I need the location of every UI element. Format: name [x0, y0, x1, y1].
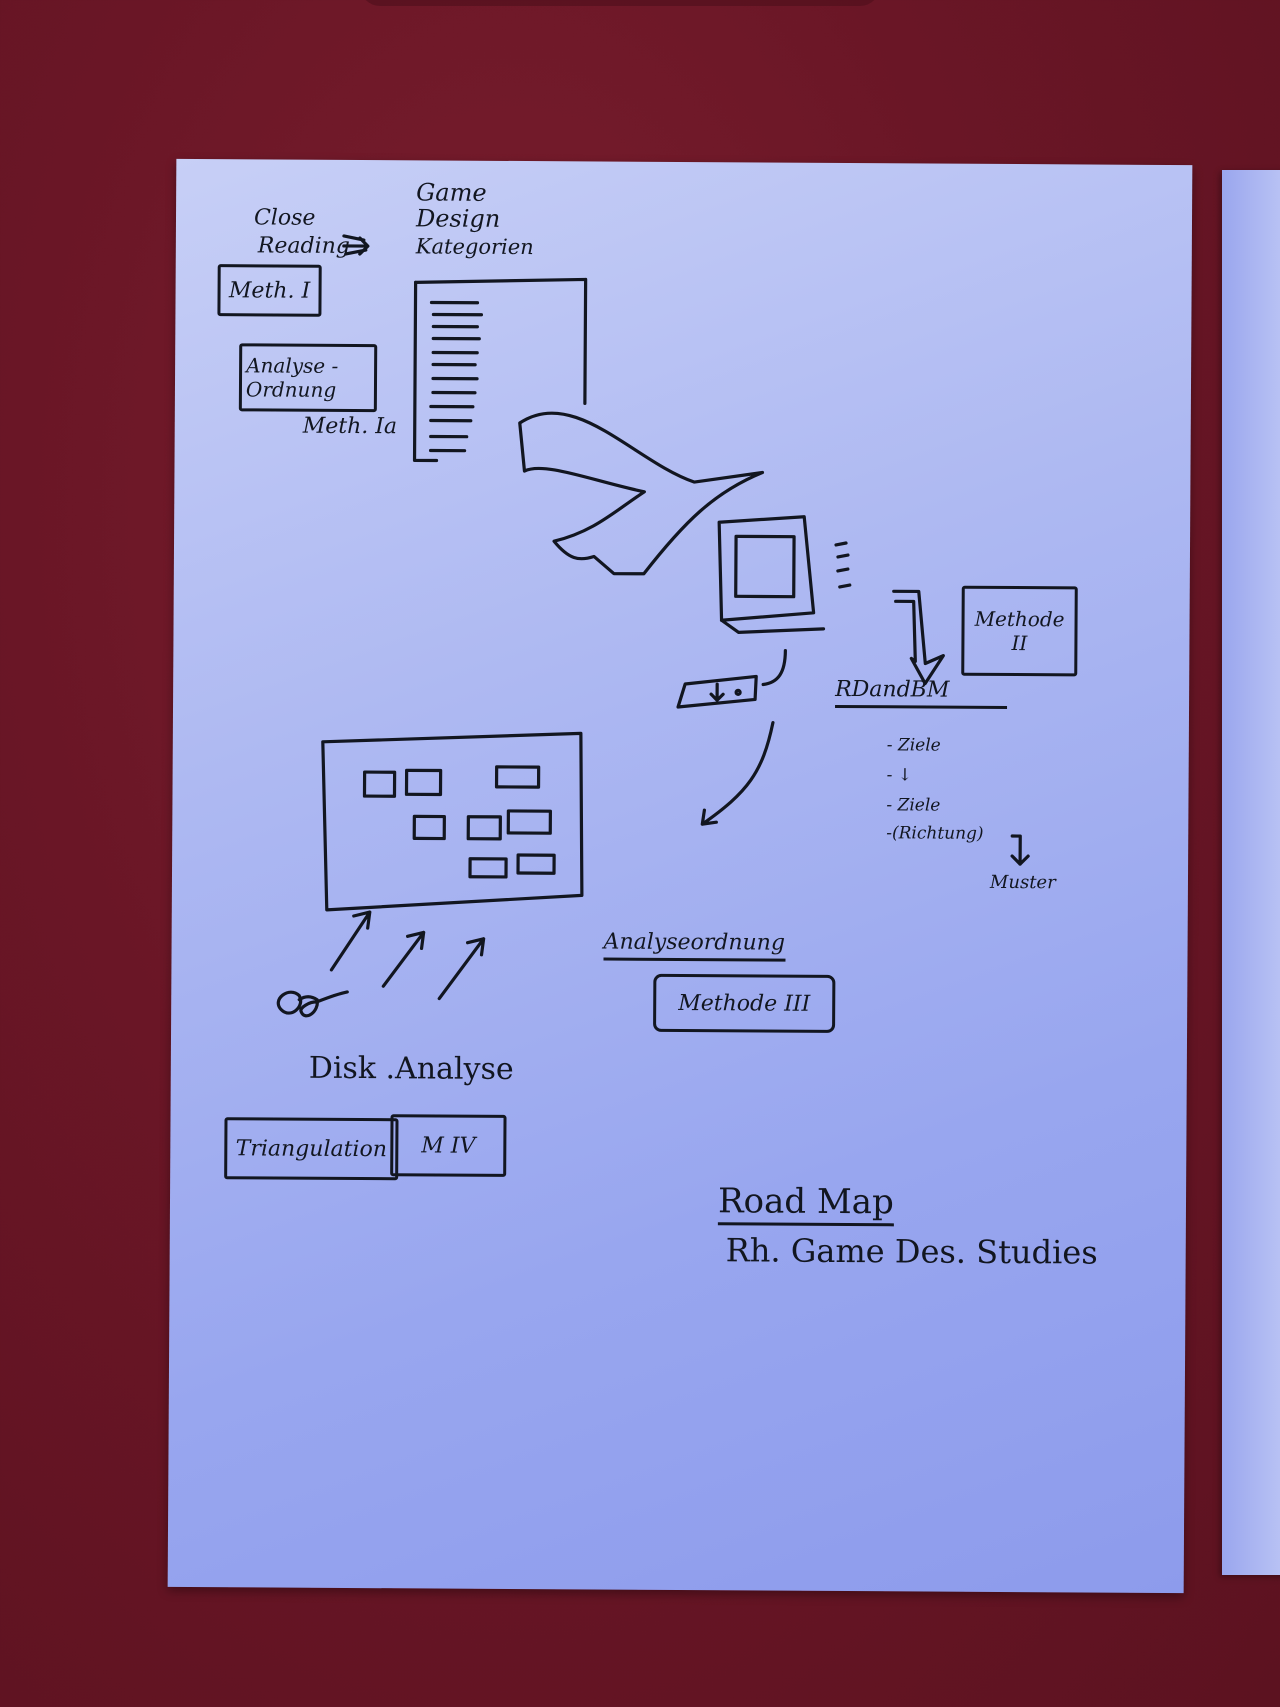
paper-sheet: Close Reading Meth. I Game Design Katego… [167, 158, 1193, 1594]
method-2-box: Methode II [961, 585, 1078, 677]
method-2-label: Methode [974, 606, 1065, 632]
background-shadow [360, 0, 880, 6]
gaze-arrow-1 [329, 910, 372, 972]
disk-analyse-label: Disk .Analyse [308, 1050, 514, 1087]
rdbm-item-4: -(Richtung) [886, 823, 984, 844]
cards [362, 765, 556, 879]
double-arrow-icon [342, 234, 370, 256]
rdbm-heading: RDandBM [835, 677, 1008, 709]
dash-marks [834, 541, 852, 589]
analyse-box: Analyse - Ordnung [238, 343, 378, 413]
keyboard-outline [676, 674, 758, 709]
dot-mark [734, 688, 742, 696]
close-label-line1: Close [253, 205, 316, 231]
document-text-lines [428, 300, 484, 453]
card-board-outline [321, 731, 584, 912]
method-1a-label: Meth. Ia [302, 413, 398, 440]
muster-label: Muster [989, 871, 1056, 894]
gaze-arrow-3 [437, 937, 486, 1001]
method-2-numeral: II [1011, 631, 1028, 656]
document-outline-top [414, 277, 588, 406]
thick-down-arrow-icon [892, 589, 945, 686]
close-label-line2: Reading [257, 233, 350, 259]
curved-arrow-icon [700, 720, 775, 826]
ordnung-label: Ordnung [245, 377, 337, 402]
down-arrow-icon [709, 682, 725, 702]
method-4-box: M IV [390, 1114, 507, 1177]
rdbm-item-1: - Ziele [886, 735, 941, 756]
analyse-label: Analyse - [246, 353, 339, 378]
method-3-box: Methode III [653, 973, 836, 1033]
game-label: Game [416, 178, 487, 207]
analyse-ordnung-heading: Analyseordnung [603, 930, 786, 962]
design-label: Design [415, 204, 501, 233]
adjacent-paper-sheet [1222, 170, 1280, 1575]
roadmap-subtitle: Rh. Game Des. Studies [725, 1231, 1098, 1272]
rdbm-item-3: - Ziele [886, 795, 941, 816]
flow-arrow-shape [518, 411, 765, 576]
monitor-outline [717, 515, 816, 622]
gaze-arrow-2 [381, 930, 426, 988]
monitor-screen [734, 534, 796, 599]
small-down-arrow-icon [1010, 834, 1030, 866]
triangulation-box: Triangulation [224, 1117, 399, 1181]
pen-sketch-drawing [276, 234, 1030, 1018]
glasses-icon [276, 990, 349, 1018]
roadmap-title: Road Map [717, 1181, 894, 1227]
cable-line [761, 649, 787, 687]
kategorien-label: Kategorien [415, 234, 534, 260]
method-1-box: Meth. I [217, 264, 322, 317]
document-outline [412, 280, 439, 463]
rdbm-item-2: - ↓ [886, 765, 913, 786]
monitor-base [719, 618, 826, 634]
